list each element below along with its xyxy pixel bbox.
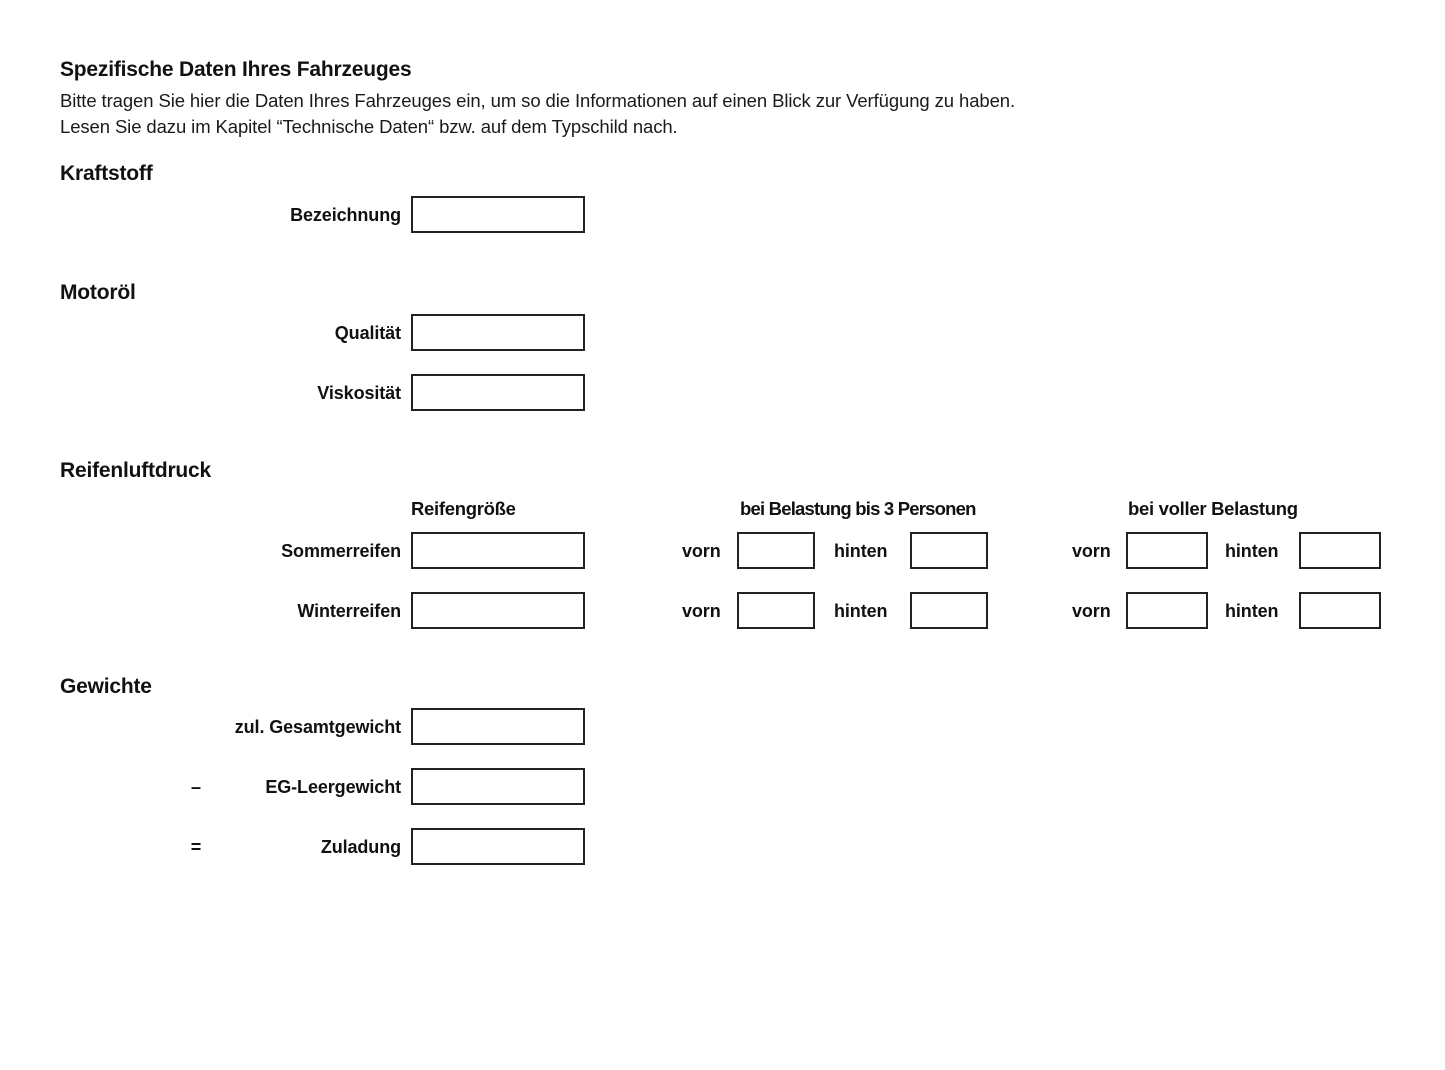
input-sommerreifen-3pers-vorn[interactable]	[737, 532, 815, 569]
row-label-winterreifen: Winterreifen	[297, 601, 401, 621]
input-qualitaet[interactable]	[411, 314, 585, 351]
label-winter-voll-vorn: vorn	[1072, 601, 1111, 621]
intro-line-2: Lesen Sie dazu im Kapitel “Technische Da…	[60, 116, 678, 138]
label-qualitaet: Qualität	[334, 323, 401, 343]
page-title: Spezifische Daten Ihres Fahrzeuges	[60, 58, 412, 81]
label-winter-voll-hinten: hinten	[1225, 601, 1279, 621]
label-viskositaet: Viskosität	[317, 383, 401, 403]
label-eg-leergewicht: EG-Leergewicht	[265, 777, 401, 797]
label-bezeichnung: Bezeichnung	[290, 205, 401, 225]
label-winter-3pers-vorn: vorn	[682, 601, 721, 621]
label-sommer-3pers-vorn: vorn	[682, 541, 721, 561]
row-label-sommerreifen: Sommerreifen	[281, 541, 401, 561]
label-zuladung: Zuladung	[320, 837, 401, 857]
operator-minus: –	[190, 777, 201, 797]
label-sommer-3pers-hinten: hinten	[834, 541, 888, 561]
input-winterreifen-3pers-hinten[interactable]	[910, 592, 988, 629]
input-winterreifen-voll-vorn[interactable]	[1126, 592, 1208, 629]
input-sommerreifen-voll-hinten[interactable]	[1299, 532, 1381, 569]
intro-line-1: Bitte tragen Sie hier die Daten Ihres Fa…	[60, 90, 1015, 112]
column-header-volle-belastung: bei voller Belastung	[1128, 498, 1298, 519]
input-eg-leergewicht[interactable]	[411, 768, 585, 805]
input-sommerreifen-groesse[interactable]	[411, 532, 585, 569]
input-sommerreifen-3pers-hinten[interactable]	[910, 532, 988, 569]
input-winterreifen-voll-hinten[interactable]	[1299, 592, 1381, 629]
input-zuladung[interactable]	[411, 828, 585, 865]
label-sommer-voll-hinten: hinten	[1225, 541, 1279, 561]
input-zul-gesamtgewicht[interactable]	[411, 708, 585, 745]
section-heading-gewichte: Gewichte	[60, 675, 152, 698]
input-viskositaet[interactable]	[411, 374, 585, 411]
label-sommer-voll-vorn: vorn	[1072, 541, 1111, 561]
section-heading-motoroel: Motoröl	[60, 281, 136, 304]
label-winter-3pers-hinten: hinten	[834, 601, 888, 621]
operator-equals: =	[190, 837, 202, 857]
input-winterreifen-3pers-vorn[interactable]	[737, 592, 815, 629]
input-winterreifen-groesse[interactable]	[411, 592, 585, 629]
input-bezeichnung[interactable]	[411, 196, 585, 233]
column-header-belastung-3-personen: bei Belastung bis 3 Personen	[740, 498, 976, 519]
section-heading-reifenluftdruck: Reifenluftdruck	[60, 459, 212, 482]
intro-block: Spezifische Daten Ihres Fahrzeuges Bitte…	[60, 58, 1390, 141]
label-zul-gesamtgewicht: zul. Gesamtgewicht	[234, 717, 401, 737]
input-sommerreifen-voll-vorn[interactable]	[1126, 532, 1208, 569]
section-heading-kraftstoff: Kraftstoff	[60, 162, 153, 185]
column-header-reifengroesse: Reifengröße	[411, 498, 516, 519]
